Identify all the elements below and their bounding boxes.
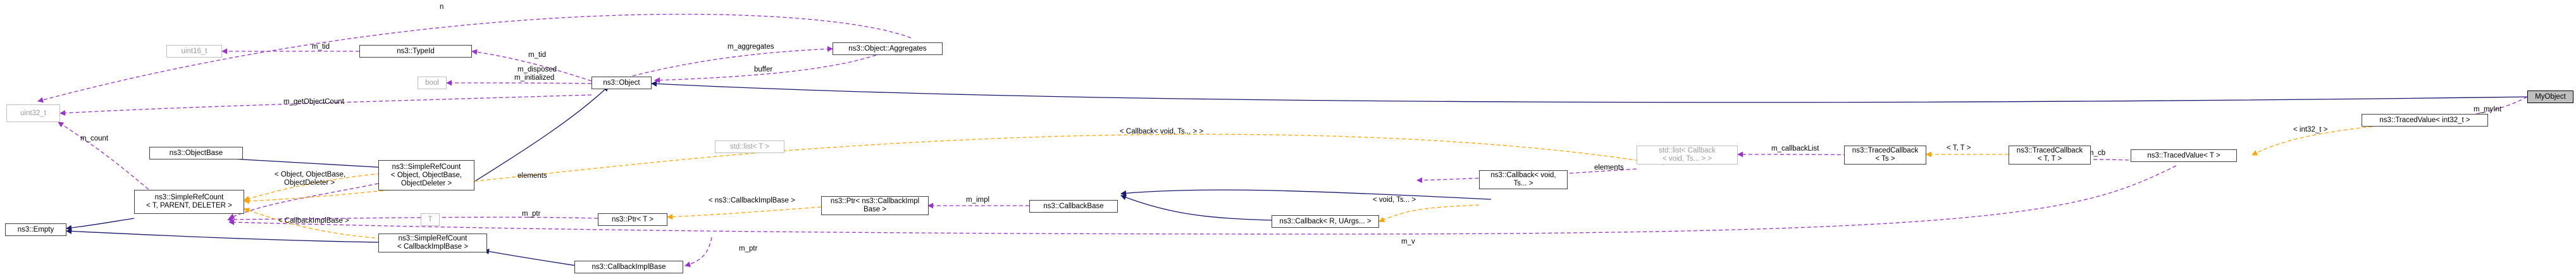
node-tracedvalue-int32[interactable]: ns3::TracedValue< int32_t >	[2362, 114, 2488, 127]
label-src-obj-tmpl-1: < Object, ObjectBase,	[275, 171, 345, 178]
edge-m-getObjectCount	[59, 94, 592, 116]
node-uint16[interactable]: uint16_t	[166, 45, 222, 58]
edge-object-myobject	[651, 80, 2531, 103]
node-callbackbase[interactable]: ns3::CallbackBase	[1029, 200, 1118, 213]
label-m-tid-2: m_tid	[528, 51, 546, 59]
node-empty[interactable]: ns3::Empty	[5, 223, 66, 236]
edge-cbimplbase-src	[483, 248, 578, 266]
label-src-cb-tmpl: < CallbackImplBase >	[278, 217, 349, 225]
edge-elements	[228, 183, 379, 219]
node-callback-r[interactable]: ns3::Callback< R, UArgs... >	[1272, 215, 1379, 228]
label-buffer: buffer	[754, 66, 772, 73]
edge-m-aggregates	[632, 46, 833, 77]
edge-src-cbimpl-empty	[66, 228, 385, 243]
node-object[interactable]: ns3::Object	[591, 77, 652, 89]
edge-m-callbackList	[1737, 151, 1873, 158]
label-m-count: m_count	[80, 135, 109, 142]
label-elements-2: elements	[1594, 164, 1624, 171]
label-n: n	[440, 3, 443, 11]
label-elements: elements	[517, 172, 547, 180]
label-m-initialized: m_initialized	[514, 74, 554, 82]
node-simplerefcount[interactable]: ns3::SimpleRefCount < T, PARENT, DELETER…	[134, 190, 244, 214]
label-m-aggregates: m_aggregates	[728, 43, 774, 51]
node-simplerefcount-object[interactable]: ns3::SimpleRefCount < Object, ObjectBase…	[378, 160, 474, 190]
edge-tpl-src-cbimpl	[244, 208, 382, 239]
label-m-myInt: m_myInt	[2474, 106, 2502, 113]
edge-cbbase-cbvoid	[1120, 189, 1492, 200]
edge-m-cb	[2074, 156, 2129, 163]
edge-tpl-ptr-cbimpl	[667, 206, 822, 220]
edge-tpl-void-ts	[1378, 204, 1480, 223]
edge-m-disposed	[446, 80, 592, 86]
label-m-ptr-2: m_ptr	[739, 245, 758, 252]
label-cb-list-tmpl: < Callback< void, Ts... > >	[1120, 128, 1203, 135]
label-ptr-cbimpl-tmpl: < ns3::CallbackImplBase >	[709, 197, 795, 204]
node-t[interactable]: T	[421, 213, 440, 226]
label-m-tid: m_tid	[312, 43, 330, 51]
label-m-impl: m_impl	[966, 196, 989, 204]
node-tracedcallback-ts[interactable]: ns3::TracedCallback < Ts >	[1844, 146, 1926, 165]
label-src-obj-tmpl-2: ObjectDeleter >	[284, 179, 335, 187]
label-m-v: m_v	[1401, 238, 1415, 246]
node-tracedvalue-t[interactable]: ns3::TracedValue< T >	[2131, 149, 2237, 162]
label-m-callbackList: m_callbackList	[1771, 145, 1819, 153]
edge-src-object	[471, 85, 609, 184]
label-int32-tmpl: < int32_t >	[2293, 126, 2328, 134]
label-m-getObjectCount: m_getObjectCount	[283, 98, 345, 106]
edge-tpl-int32	[2251, 122, 2411, 156]
label-void-ts: < void, Ts... >	[1373, 196, 1416, 204]
node-uint32[interactable]: uint32_t	[6, 104, 60, 122]
node-aggregates[interactable]: ns3::Object::Aggregates	[833, 42, 943, 55]
edge-simplerefcount-empty	[66, 218, 135, 231]
node-ptr-t[interactable]: ns3::Ptr< T >	[598, 213, 667, 226]
node-callback-void[interactable]: ns3::Callback< void, Ts... >	[1479, 170, 1568, 189]
edge-cbbase-cbr	[1120, 194, 1272, 221]
node-stdlist-callback[interactable]: std::list< Callback < void, Ts... > >	[1637, 146, 1738, 165]
node-callbackimplbase[interactable]: ns3::CallbackImplBase	[574, 261, 683, 273]
edge-m-count	[58, 121, 159, 198]
edge-n	[37, 13, 912, 103]
edge-tpl-src-object	[244, 172, 388, 202]
node-bool[interactable]: bool	[418, 77, 447, 89]
node-simplerefcount-cbimpl[interactable]: ns3::SimpleRefCount < CallbackImplBase >	[378, 234, 487, 252]
node-stdlist-t[interactable]: std::list< T >	[715, 140, 784, 153]
node-ptr-callbackimplbase[interactable]: ns3::Ptr< ns3::CallbackImpl Base >	[821, 196, 929, 215]
edge-m-ptr2	[684, 237, 712, 268]
edge-m-tid	[471, 49, 592, 82]
label-m-disposed: m_disposed	[517, 66, 557, 73]
label-tt-tmpl: < T, T >	[1947, 144, 1971, 152]
label-m-cb: m_cb	[2088, 149, 2105, 157]
node-objectbase[interactable]: ns3::ObjectBase	[149, 147, 243, 159]
edge-m-ptr	[227, 216, 598, 223]
node-myobject[interactable]: MyObject	[2527, 90, 2573, 103]
node-tracedcallback-tt[interactable]: ns3::TracedCallback < T, T >	[2009, 146, 2091, 165]
edge-m-v	[228, 165, 2177, 235]
label-m-ptr: m_ptr	[522, 210, 541, 218]
node-typeid[interactable]: ns3::TypeId	[359, 45, 472, 58]
